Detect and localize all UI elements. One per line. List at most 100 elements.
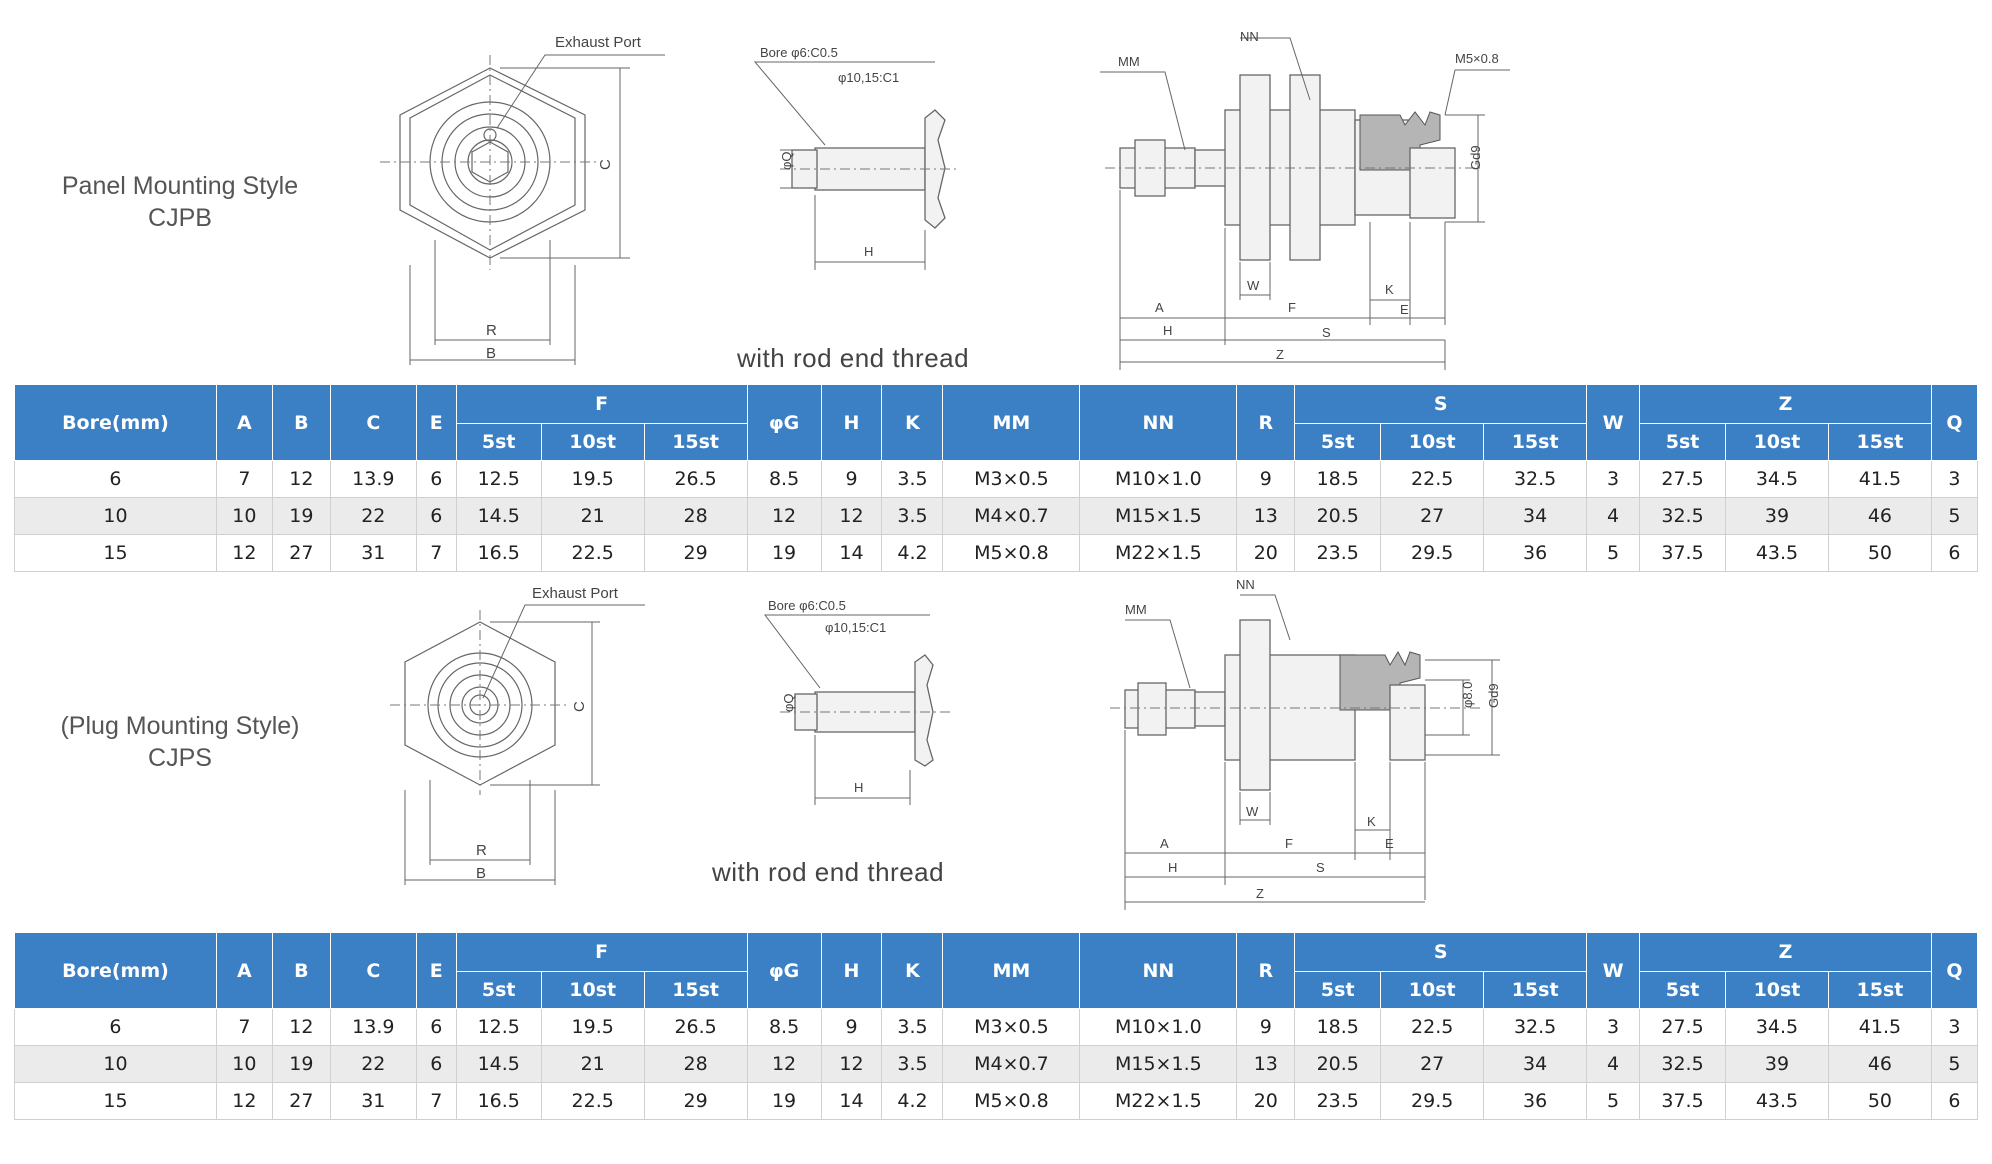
header-mm: MM — [942, 932, 1081, 1009]
table-cell: 27 — [1380, 1045, 1485, 1083]
header-z-15st: 15st — [1827, 971, 1932, 1009]
table-cell: 43.5 — [1725, 1082, 1829, 1120]
table-cell: 10 — [14, 497, 217, 535]
table-cell: 18.5 — [1294, 460, 1382, 498]
header-z-15st: 15st — [1827, 423, 1932, 461]
table-cell: 32.5 — [1483, 460, 1588, 498]
header-w: W — [1586, 384, 1641, 461]
style-title-line2: CJPB — [148, 204, 212, 232]
dim-q-label: φQ — [781, 693, 796, 712]
table-cell: 46 — [1827, 497, 1932, 535]
nn-label: NN — [1236, 580, 1255, 592]
table-cell: 6 — [14, 460, 217, 498]
table-cell: 23.5 — [1294, 1082, 1382, 1120]
table-cell: M15×1.5 — [1079, 1045, 1238, 1083]
header-f-10st: 10st — [540, 971, 645, 1009]
table-cell: 36 — [1483, 534, 1588, 572]
header-e: E — [415, 384, 457, 461]
table-cell: 22.5 — [540, 1082, 645, 1120]
assembly-side-view-drawing — [1110, 594, 1500, 910]
table-cell: 5 — [1586, 1082, 1641, 1120]
table-cell: 15 — [14, 534, 217, 572]
dim-k-label: K — [1367, 814, 1376, 829]
table-cell: M3×0.5 — [942, 1008, 1081, 1046]
table-cell: 9 — [820, 460, 883, 498]
dim-z-label: Z — [1276, 347, 1284, 362]
table-cell: 28 — [643, 497, 748, 535]
table-cell: 7 — [415, 534, 457, 572]
table-cell: 37.5 — [1639, 534, 1727, 572]
dim-h2-label: H — [1168, 860, 1177, 875]
dim-c-label: C — [571, 701, 588, 712]
table-cell: 3 — [1586, 460, 1641, 498]
table-cell: 4.2 — [881, 534, 944, 572]
table-cell: 50 — [1827, 534, 1932, 572]
table-cell: 6 — [415, 1045, 457, 1083]
table-cell: 22.5 — [540, 534, 645, 572]
dim-r-label: R — [486, 322, 497, 339]
technical-drawing-set: Exhaust Port C R B Bore φ6:C0.5 φ10,15:C… — [390, 580, 1501, 910]
table-cell: 27 — [271, 1082, 331, 1120]
header-w: W — [1586, 932, 1641, 1009]
table-cell: 29 — [643, 534, 748, 572]
gd9-label: Gd9 — [1486, 683, 1501, 708]
table-cell: 9 — [1236, 460, 1296, 498]
caption-rod-end-thread: with rod end thread — [737, 343, 970, 373]
dim-h2-label: H — [1163, 323, 1172, 338]
table-cell: 13 — [1236, 497, 1296, 535]
bore-chamfer-label: Bore φ6:C0.5 — [760, 45, 838, 60]
table-cell: 27.5 — [1639, 1008, 1727, 1046]
table-cell: M22×1.5 — [1079, 1082, 1238, 1120]
header-bore: Bore(mm) — [14, 932, 217, 1009]
style-title-line1: (Plug Mounting Style) — [60, 712, 300, 740]
header-b: B — [271, 932, 331, 1009]
table-cell: 5 — [1586, 534, 1641, 572]
style-title: (Plug Mounting Style) CJPS — [30, 710, 330, 774]
table-cell: 14 — [820, 1082, 883, 1120]
header-r: R — [1236, 384, 1296, 461]
table-cell: 16.5 — [455, 1082, 542, 1120]
table-cell: 27 — [1380, 497, 1485, 535]
header-s-5st: 5st — [1294, 971, 1382, 1009]
caption-rod-end-thread: with rod end thread — [712, 857, 945, 887]
header-z: Z — [1639, 932, 1932, 972]
rod-chamfer-label: φ10,15:C1 — [838, 70, 899, 85]
table-cell: 29.5 — [1380, 534, 1485, 572]
header-c: C — [329, 932, 417, 1009]
table-cell: M10×1.0 — [1079, 1008, 1238, 1046]
table-cell: 34.5 — [1725, 1008, 1829, 1046]
table-cell: 31 — [329, 1082, 417, 1120]
header-f: F — [455, 384, 748, 424]
dim-r-label: R — [476, 842, 487, 859]
header-f-15st: 15st — [643, 423, 748, 461]
header-e: E — [415, 932, 457, 1009]
table-cell: 19 — [746, 1082, 822, 1120]
table-cell: 6 — [415, 497, 457, 535]
table-cell: 32.5 — [1483, 1008, 1588, 1046]
dim-h-label: H — [864, 244, 873, 259]
style-title: Panel Mounting Style CJPB — [30, 170, 330, 234]
table-cell: 4.2 — [881, 1082, 944, 1120]
table-cell: 19 — [271, 1045, 331, 1083]
dim-w-label: W — [1247, 278, 1260, 293]
dim-h-label: H — [854, 780, 863, 795]
table-cell: 7 — [215, 1008, 273, 1046]
dim-e-label: E — [1385, 836, 1394, 851]
table-cell: 43.5 — [1725, 534, 1829, 572]
table-cell: 12 — [746, 497, 822, 535]
table-cell: 50 — [1827, 1082, 1932, 1120]
table-cell: 22.5 — [1380, 460, 1485, 498]
header-f-15st: 15st — [643, 971, 748, 1009]
rod-chamfer-label: φ10,15:C1 — [825, 620, 886, 635]
table-cell: 8.5 — [746, 1008, 822, 1046]
rod-side-view-drawing — [753, 61, 960, 270]
header-s-15st: 15st — [1483, 423, 1588, 461]
spec-table-panel-mounting: Bore(mm) A B C E F φG H K MM NN R S W Z … — [14, 384, 1979, 572]
table-cell: 16.5 — [455, 534, 542, 572]
table-cell: 12 — [271, 460, 331, 498]
table-cell: 21 — [540, 497, 645, 535]
table-cell: 23.5 — [1294, 534, 1382, 572]
table-cell: 3 — [1586, 1008, 1641, 1046]
